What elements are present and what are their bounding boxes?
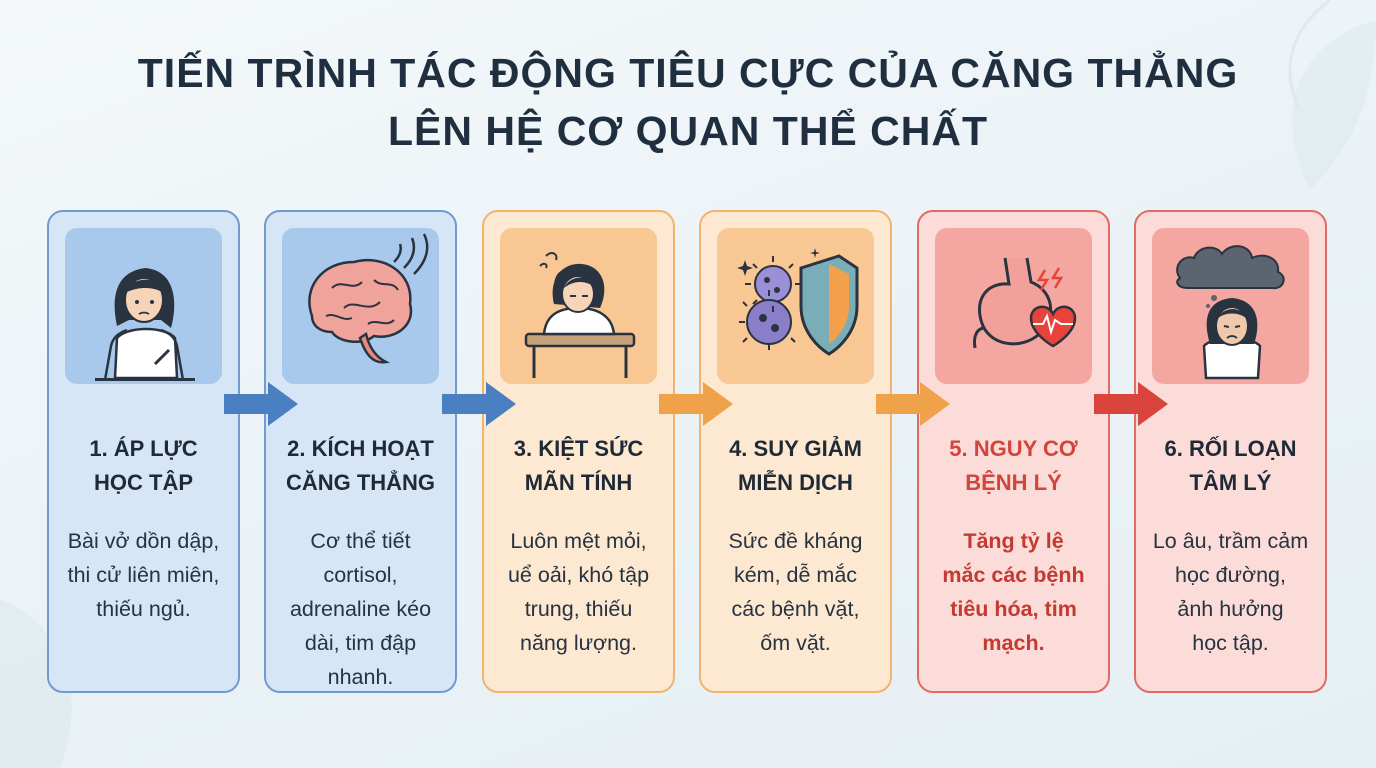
step-6-description: Lo âu, trầm cảm học đường, ảnh hưởng học… — [1142, 524, 1319, 660]
step-3-desc-line: Luôn mệt mỏi, — [510, 529, 647, 553]
step-5-description: Tăng tỷ lệ mắc các bệnh tiêu hóa, tim mạ… — [925, 524, 1102, 660]
flow-arrow-right-icon — [659, 382, 733, 426]
title-line-2: LÊN HỆ CƠ QUAN THỂ CHẤT — [387, 108, 989, 154]
step-5-heading-line-2: BỆNH LÝ — [965, 470, 1062, 495]
step-2-desc-line: adrenaline kéo — [289, 597, 432, 621]
step-5-desc-line: mắc các bệnh — [942, 563, 1085, 587]
step-4-description: Sức đề kháng kém, dễ mắc các bệnh vặt, ố… — [707, 524, 884, 660]
step-1-illustration — [65, 228, 222, 384]
step-4-heading-line-1: 4. SUY GIẢM — [729, 436, 862, 461]
step-3-desc-line: uể oải, khó tập — [507, 563, 650, 587]
step-5-illustration — [935, 228, 1092, 384]
step-6-desc-line: Lo âu, trầm cảm — [1152, 529, 1309, 553]
step-1-desc-line: thiếu ngủ. — [96, 597, 191, 621]
step-1-desc-line: thi cử liên miên, — [67, 563, 220, 587]
step-3-illustration — [500, 228, 657, 384]
step-6-desc-line: học tập. — [1192, 631, 1269, 655]
step-card-1: 1. ÁP LỰC HỌC TẬP Bài vở dồn dập, thi cử… — [47, 210, 240, 693]
step-3-heading-line-1: 3. KIỆT SỨC — [513, 436, 644, 461]
student-studying-icon — [95, 268, 195, 381]
step-1-desc-line: Bài vở dồn dập, — [67, 529, 220, 553]
step-4-heading-line-2: MIỄN DỊCH — [738, 470, 853, 495]
flow-arrow-right-icon — [224, 382, 298, 426]
step-2-desc-line: nhanh. — [327, 665, 394, 689]
step-card-2: 2. KÍCH HOẠT CĂNG THẲNG Cơ thể tiết cort… — [264, 210, 457, 693]
step-4-desc-line: các bệnh vặt, — [731, 597, 860, 621]
step-6-heading: 6. RỐI LOẠN TÂM LÝ — [1144, 432, 1317, 500]
title-line-1: TIẾN TRÌNH TÁC ĐỘNG TIÊU CỰC CỦA CĂNG TH… — [137, 50, 1239, 96]
step-6-desc-line: ảnh hưởng — [1177, 597, 1284, 621]
step-4-heading: 4. SUY GIẢM MIỄN DỊCH — [709, 432, 882, 500]
step-2-desc-line: dài, tim đập — [304, 631, 417, 655]
step-1-heading: 1. ÁP LỰC HỌC TẬP — [57, 432, 230, 500]
exhausted-student-icon — [524, 252, 636, 378]
flow-arrow-right-icon — [442, 382, 516, 426]
virus-shield-icon — [737, 248, 859, 356]
background-leaf-decoration — [1288, 0, 1376, 190]
step-3-description: Luôn mệt mỏi, uể oải, khó tập trung, thi… — [490, 524, 667, 660]
step-5-desc-line: tiêu hóa, tim — [950, 597, 1077, 621]
stomach-heart-icon — [973, 257, 1077, 349]
storm-cloud-student-icon — [1176, 245, 1285, 380]
step-2-desc-line: cortisol, — [323, 563, 398, 587]
step-6-illustration — [1152, 228, 1309, 384]
step-card-3: 3. KIỆT SỨC MÃN TÍNH Luôn mệt mỏi, uể oả… — [482, 210, 675, 693]
step-5-heading: 5. NGUY CƠ BỆNH LÝ — [927, 432, 1100, 500]
step-6-heading-line-1: 6. RỐI LOẠN — [1164, 436, 1297, 461]
step-3-desc-line: trung, thiếu — [524, 597, 633, 621]
step-1-description: Bài vở dồn dập, thi cử liên miên, thiếu … — [55, 524, 232, 626]
background-leaf-decoration — [0, 600, 72, 768]
step-card-6: 6. RỐI LOẠN TÂM LÝ Lo âu, trầm cảm học đ… — [1134, 210, 1327, 693]
step-3-heading-line-2: MÃN TÍNH — [524, 470, 633, 495]
flow-arrow-right-icon — [1094, 382, 1168, 426]
step-1-heading-line-1: 1. ÁP LỰC — [89, 436, 198, 461]
step-card-5: 5. NGUY CƠ BỆNH LÝ Tăng tỷ lệ mắc các bệ… — [917, 210, 1110, 693]
brain-icon — [308, 233, 429, 364]
step-5-desc-line: Tăng tỷ lệ — [963, 529, 1064, 553]
step-3-desc-line: năng lượng. — [520, 631, 637, 655]
step-4-desc-line: Sức đề kháng — [728, 529, 863, 553]
step-5-heading-line-1: 5. NGUY CƠ — [949, 436, 1078, 461]
step-2-desc-line: Cơ thể tiết — [310, 529, 411, 553]
step-5-desc-line: mạch. — [982, 631, 1045, 655]
step-2-heading: 2. KÍCH HOẠT CĂNG THẲNG — [274, 432, 447, 500]
step-3-heading: 3. KIỆT SỨC MÃN TÍNH — [492, 432, 665, 500]
step-4-desc-line: kém, dễ mắc — [733, 563, 858, 587]
flow-arrow-right-icon — [876, 382, 950, 426]
step-2-heading-line-2: CĂNG THẲNG — [285, 470, 436, 495]
step-4-desc-line: ốm vặt. — [760, 631, 831, 655]
step-4-illustration — [717, 228, 874, 384]
page-title: TIẾN TRÌNH TÁC ĐỘNG TIÊU CỰC CỦA CĂNG TH… — [0, 44, 1376, 160]
step-2-illustration — [282, 228, 439, 384]
step-1-heading-line-2: HỌC TẬP — [94, 470, 193, 495]
step-card-4: 4. SUY GIẢM MIỄN DỊCH Sức đề kháng kém, … — [699, 210, 892, 693]
step-6-heading-line-2: TÂM LÝ — [1189, 470, 1272, 495]
step-2-heading-line-1: 2. KÍCH HOẠT — [287, 436, 434, 461]
step-6-desc-line: học đường, — [1175, 563, 1286, 587]
step-2-description: Cơ thể tiết cortisol, adrenaline kéo dài… — [272, 524, 449, 694]
